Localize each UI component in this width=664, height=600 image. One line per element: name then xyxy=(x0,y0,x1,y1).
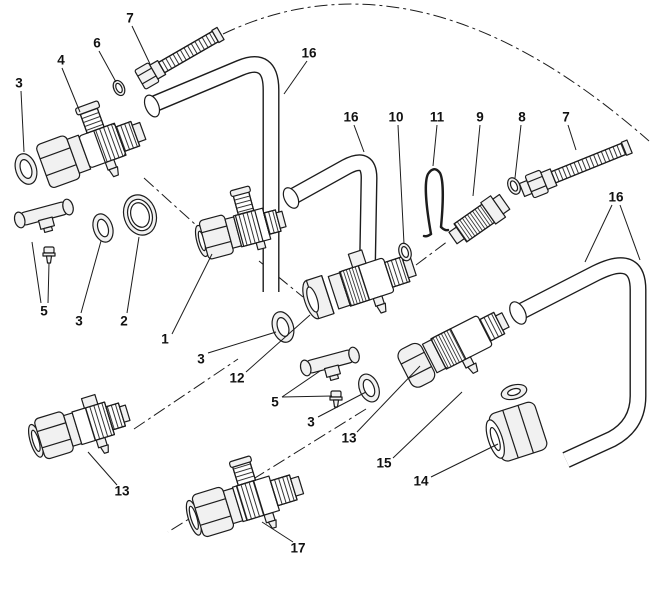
part-valve-assembly-4 xyxy=(28,90,154,199)
leader-line-6 xyxy=(99,51,116,82)
leader-line-4 xyxy=(62,68,80,112)
leader-line-9 xyxy=(473,125,480,196)
part-screw-5b xyxy=(329,390,343,408)
callout-label-15: 15 xyxy=(376,456,392,471)
hose-routing-centerline xyxy=(223,4,649,141)
callout-label-16: 16 xyxy=(343,110,359,125)
callout-label-16: 16 xyxy=(608,190,624,205)
part-valve-13-lower-left xyxy=(23,387,137,473)
leader-line-16 xyxy=(354,125,364,152)
part-handle-5a xyxy=(12,197,79,240)
part-valve-1 xyxy=(186,179,289,264)
leader-line-14 xyxy=(431,444,498,477)
callout-label-5: 5 xyxy=(40,304,48,319)
leader-line-16 xyxy=(284,61,307,94)
callout-label-13: 13 xyxy=(341,431,357,446)
leader-line-2 xyxy=(127,237,139,313)
leader-line-16 xyxy=(585,205,612,262)
callout-label-3: 3 xyxy=(75,314,83,329)
leader-line-8 xyxy=(515,125,521,178)
part-pipe-16-a xyxy=(142,64,271,292)
leader-line-16 xyxy=(620,205,640,260)
leader-line-13 xyxy=(357,366,420,432)
callout-label-3: 3 xyxy=(307,415,315,430)
callout-label-9: 9 xyxy=(476,110,484,125)
part-valve-17 xyxy=(176,444,311,551)
part-washer-14 xyxy=(500,382,529,402)
leader-line-7 xyxy=(568,125,576,150)
part-hose-7-left xyxy=(135,24,227,90)
leader-line-5 xyxy=(282,396,332,397)
part-pipe-16-c xyxy=(506,266,638,460)
centerline-5 xyxy=(416,241,448,265)
part-fitting-9 xyxy=(446,191,513,248)
leader-line-11 xyxy=(433,125,437,166)
callout-label-5: 5 xyxy=(271,395,279,410)
leader-line-13 xyxy=(88,452,117,485)
leader-line-10 xyxy=(398,125,404,244)
part-valve-assembly-12 xyxy=(295,236,424,334)
leader-line-5 xyxy=(282,371,320,397)
part-oring-3b xyxy=(88,210,118,246)
callout-label-14: 14 xyxy=(413,474,429,489)
part-handle-5b xyxy=(298,345,365,388)
leader-line-15 xyxy=(393,392,462,458)
callout-label-16: 16 xyxy=(301,46,317,61)
pipe-mouth xyxy=(506,299,529,327)
callout-label-10: 10 xyxy=(388,110,403,125)
leader-line-3 xyxy=(81,241,101,313)
callout-label-11: 11 xyxy=(430,110,445,125)
part-valve-15 xyxy=(395,301,520,400)
leader-line-5 xyxy=(32,242,41,303)
callout-label-13: 13 xyxy=(114,484,130,499)
centerline-1 xyxy=(144,178,207,235)
leader-line-3 xyxy=(208,332,276,353)
part-hose-7-right xyxy=(518,135,635,201)
callout-label-12: 12 xyxy=(229,371,244,386)
part-oring-3a xyxy=(10,150,42,188)
leader-line-12 xyxy=(246,315,310,372)
part-screw-5a xyxy=(42,246,56,264)
callout-label-7: 7 xyxy=(126,11,134,26)
callout-label-6: 6 xyxy=(93,36,101,51)
part-nut-2 xyxy=(118,191,161,240)
callout-label-8: 8 xyxy=(518,110,526,125)
leader-line-5 xyxy=(48,263,49,303)
leader-line-3 xyxy=(21,91,24,152)
part-oring-3d xyxy=(354,370,384,406)
part-clip-11 xyxy=(424,169,448,236)
callout-label-1: 1 xyxy=(161,332,169,347)
part-seal-6 xyxy=(110,78,128,98)
pipe-mouth xyxy=(280,185,302,211)
callout-label-4: 4 xyxy=(57,53,65,68)
leader-line-7 xyxy=(132,26,150,64)
callout-label-2: 2 xyxy=(120,314,128,329)
callout-label-7: 7 xyxy=(562,110,570,125)
part-nut-14 xyxy=(481,400,549,465)
pipe-mouth xyxy=(142,93,163,119)
leader-line-3 xyxy=(318,392,366,417)
callout-label-3: 3 xyxy=(197,352,205,367)
centerline-3 xyxy=(134,359,238,429)
callout-label-3: 3 xyxy=(15,76,23,91)
leader-line-17 xyxy=(262,522,293,542)
callout-label-17: 17 xyxy=(290,541,305,556)
leader-line-1 xyxy=(172,254,212,334)
part-pipe-16-b xyxy=(280,163,369,293)
